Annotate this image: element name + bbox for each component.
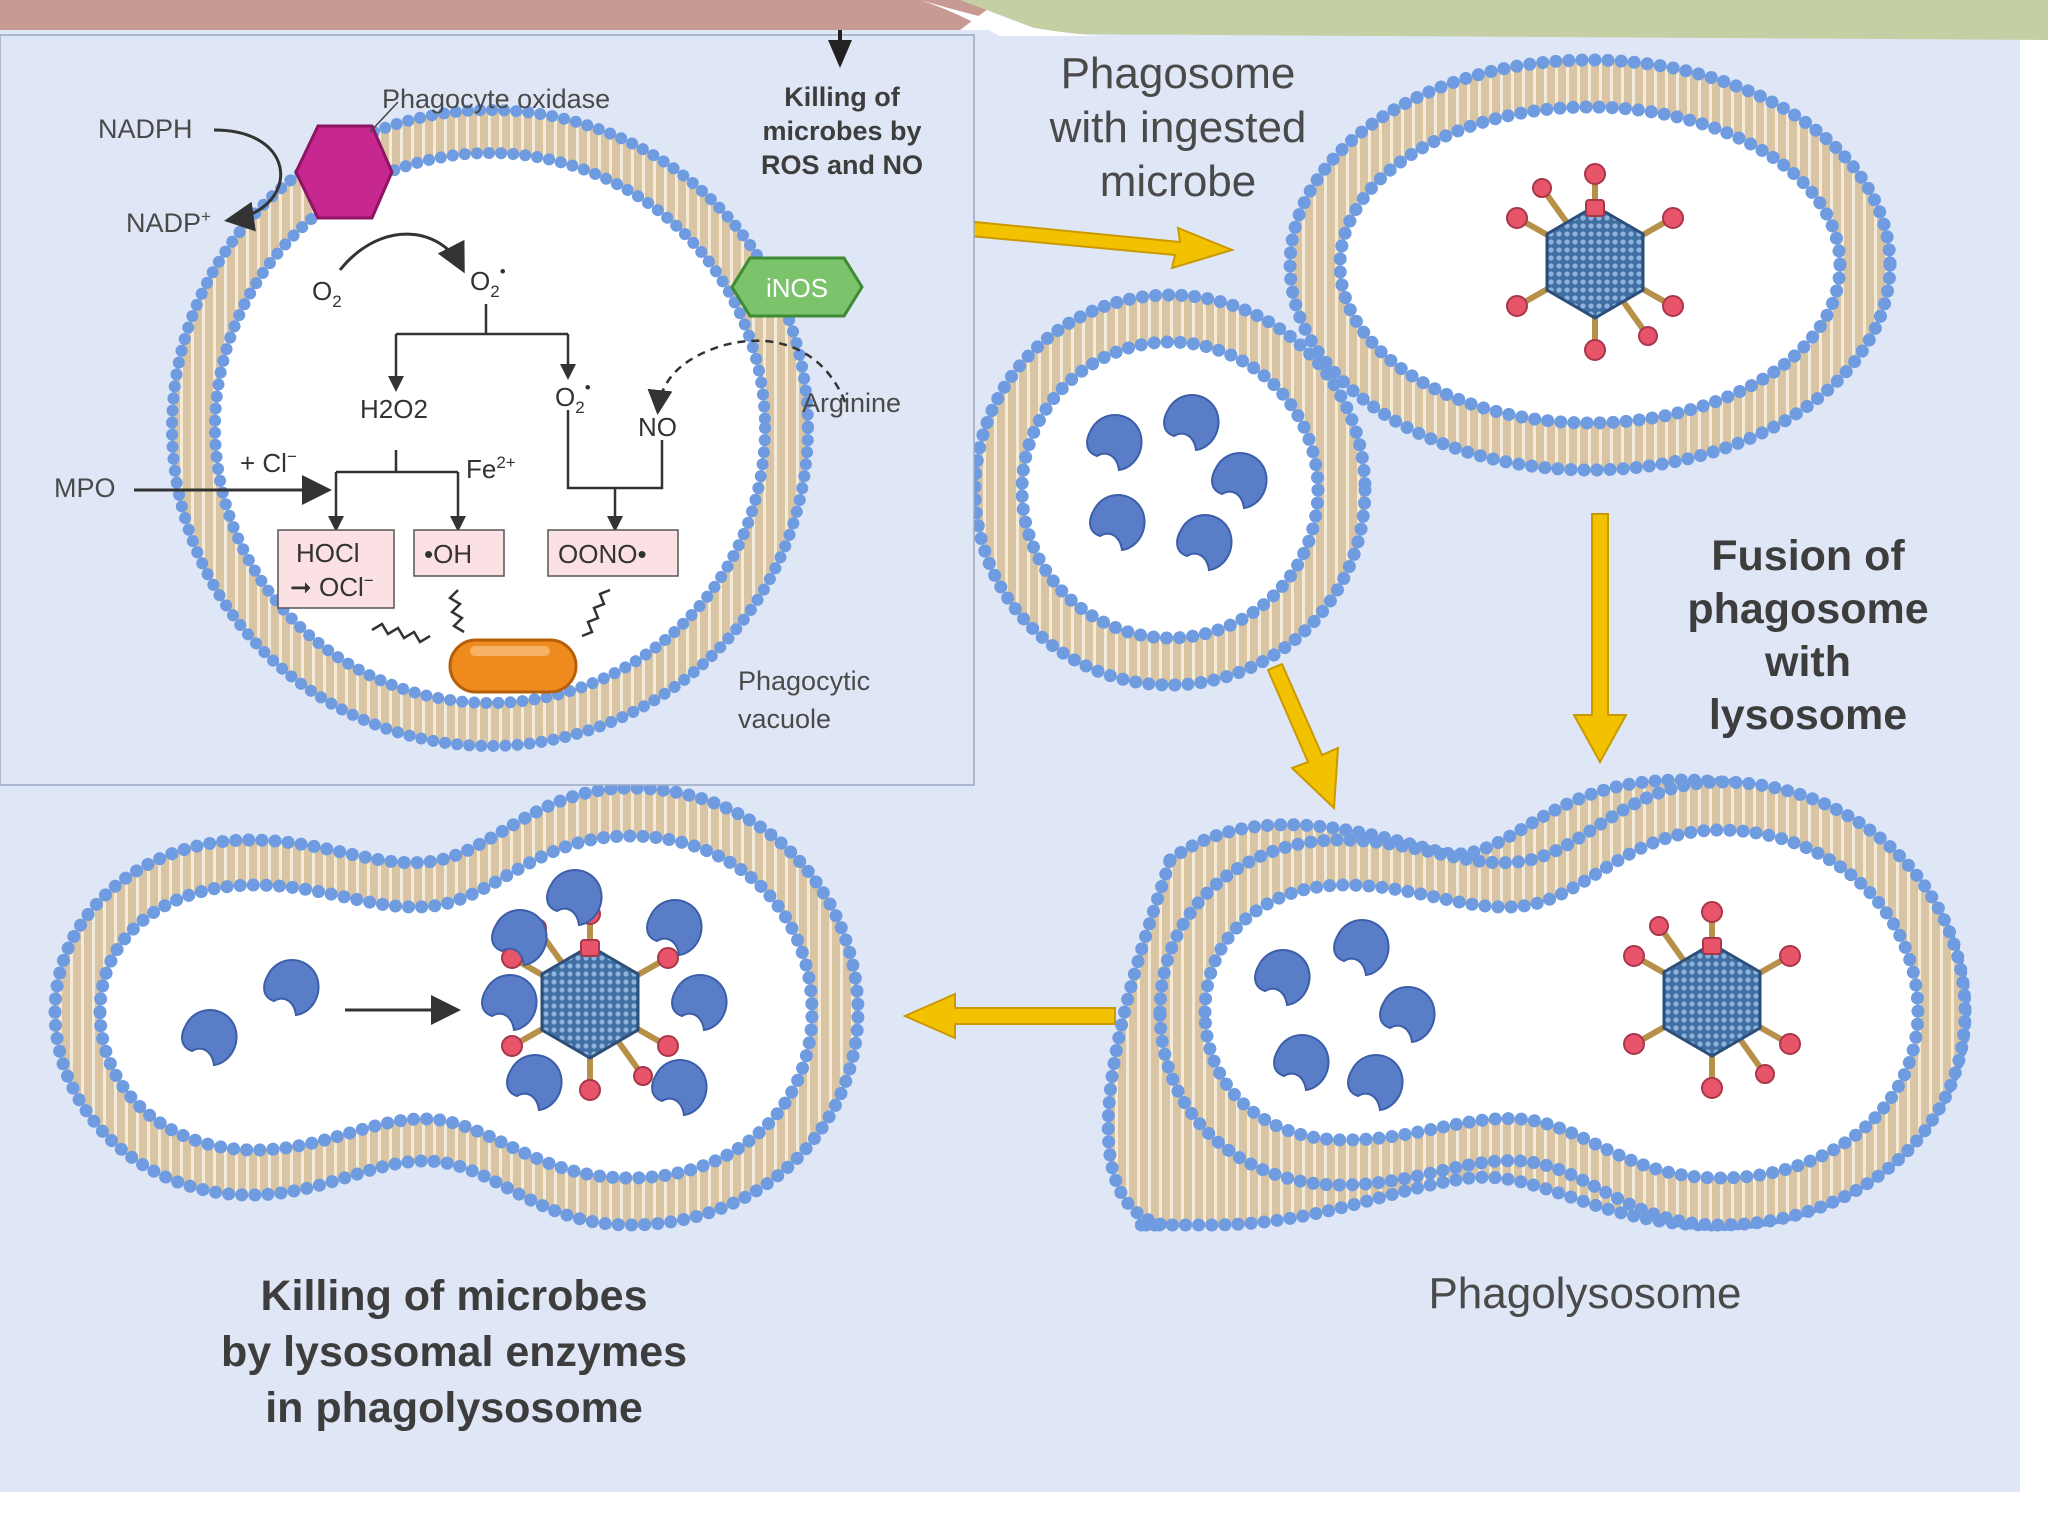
killing-ros-label-line: microbes by (762, 116, 921, 146)
inos-icon (730, 256, 864, 318)
killing-lysosomal-label-line: in phagolysosome (265, 1384, 643, 1432)
hocl-label: HOCl (296, 538, 360, 568)
phagolysosome-label: Phagolysosome (1428, 1269, 1741, 1318)
peroxide-branch (334, 450, 460, 520)
squiggle-arrow (581, 588, 611, 638)
iron-label: Fe2+ (466, 453, 516, 484)
peroxynitrite-label: OONO• (558, 539, 647, 569)
arrow-lysosome-down (1266, 662, 1340, 811)
phagocyte-oxidase-icon (294, 124, 394, 220)
arrow-to-killing (902, 992, 1116, 1040)
phagocyte-oxidase-label: Phagocyte oxidase (382, 84, 610, 114)
inset-down-arrowhead (828, 40, 852, 68)
arginine-label: Arginine (802, 388, 901, 418)
fusion-label-line: phagosome (1687, 585, 1928, 633)
no-label: NO (638, 412, 677, 442)
ros-inset: Killing of microbes by ROS and NO Phagoc… (0, 30, 975, 786)
superoxide-label-2: O2• (555, 378, 591, 417)
top-banner-left (0, 0, 1000, 30)
o2-to-radical-arrow (338, 232, 465, 274)
arrowhead-icon (560, 364, 576, 380)
lysosome-lumen (1015, 335, 1325, 645)
arrowhead-icon (607, 516, 623, 532)
branch-lines (394, 304, 570, 382)
fusion-label-line: lysosome (1709, 691, 1907, 739)
oono-branch (566, 410, 664, 520)
chloride-label: + Cl− (240, 447, 297, 478)
arrowhead-icon (388, 376, 404, 392)
squiggle-arrow (371, 622, 431, 644)
process-arrows (902, 220, 1628, 1040)
fusion-label: Fusion of phagosome with lysosome (1687, 532, 1928, 739)
oxidase-pointer-line (369, 101, 399, 133)
squiggle-arrow (447, 589, 465, 634)
inos-label: iNOS (766, 273, 828, 303)
arrow-to-phagosome (968, 220, 1236, 270)
microbe-rod-highlight (470, 646, 550, 656)
phagocytic-vacuole-label-line: Phagocytic (738, 666, 870, 696)
killing-lysosomal-label: Killing of microbes by lysosomal enzymes… (221, 1272, 687, 1432)
phagosome-label: Phagosome with ingested microbe (1049, 49, 1307, 206)
nadph-label: NADPH (98, 114, 193, 144)
phagocytic-vacuole-label-line: vacuole (738, 704, 831, 734)
killing-ros-label-line: Killing of (784, 82, 900, 112)
phagolysosome-organelle (1101, 773, 1972, 1232)
mpo-label: MPO (54, 473, 116, 503)
top-banner-right (960, 0, 2048, 40)
killing-lysosomal-label-line: Killing of microbes (260, 1272, 647, 1320)
arginine-dashed-arrow (647, 339, 847, 415)
top-banner-swoosh (920, 0, 1100, 36)
fusion-label-line: with (1764, 638, 1851, 686)
arrowhead-icon (450, 516, 466, 532)
o2-label: O2 (312, 276, 342, 311)
phagosome-organelle (1283, 53, 1897, 477)
phagocytic-vacuole-lumen (209, 147, 771, 709)
killing-ros-label: Killing of microbes by ROS and NO (761, 82, 923, 180)
h2o2-label: H2O2 (360, 394, 428, 424)
killing-phagolysosome-organelle (48, 781, 865, 1232)
hydroxyl-label: •OH (424, 539, 472, 569)
ocl-label: ➞ OCl− (290, 571, 374, 602)
phagosome-label-line: Phagosome (1061, 49, 1296, 98)
phagosome-label-line: with ingested (1049, 103, 1307, 152)
fusion-label-line: Fusion of (1711, 532, 1905, 580)
hydroxyl-box (413, 529, 505, 577)
hocl-box (277, 529, 395, 609)
nadph-conversion-arrow (213, 128, 282, 232)
phagosome-label-line: microbe (1100, 157, 1257, 206)
superoxide-label: O2• (470, 262, 506, 301)
nadp-label: NADP+ (126, 207, 211, 238)
killing-ros-label-line: ROS and NO (761, 150, 923, 180)
arrowhead-icon (328, 516, 344, 532)
arrow-fusion-down (1572, 513, 1628, 765)
lysosome-organelle (968, 288, 1372, 692)
killing-lysosomal-label-line: by lysosomal enzymes (221, 1328, 687, 1376)
peroxynitrite-box (547, 529, 679, 577)
